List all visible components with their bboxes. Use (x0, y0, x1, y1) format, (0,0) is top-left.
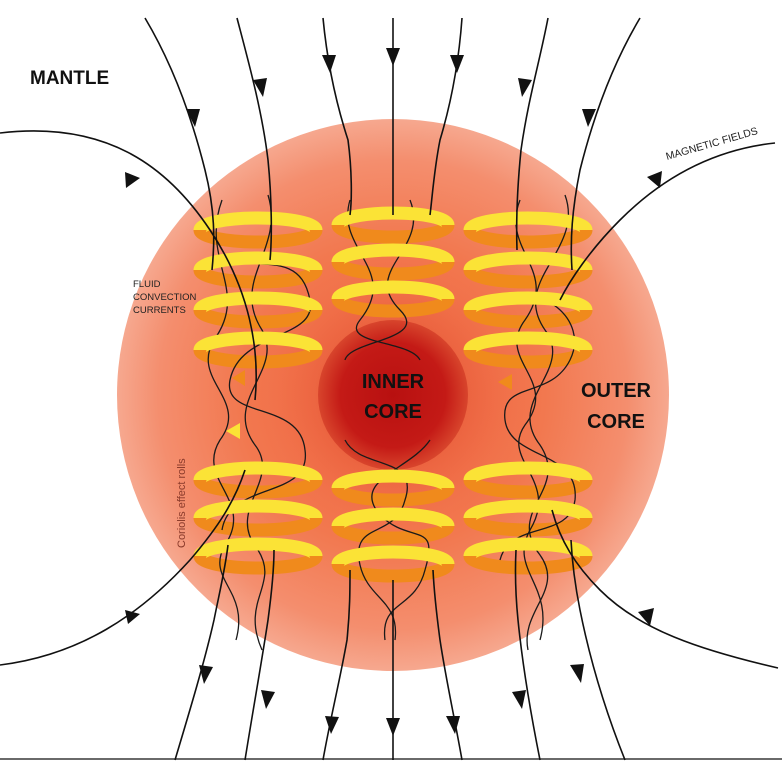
coil-back-band (463, 515, 593, 537)
arrowhead-icon (570, 664, 584, 683)
coil-back-band (463, 307, 593, 329)
coil-back-band (193, 553, 323, 575)
coil-front-band (463, 211, 593, 233)
coil-front-band (331, 469, 455, 491)
arrowhead-icon (186, 109, 200, 127)
magnetic-fields-label: MAGNETIC FIELDS (665, 125, 760, 163)
coil-front-band (463, 291, 593, 313)
coil-back-band (463, 267, 593, 289)
inner-core (318, 320, 468, 470)
field-arrowheads (125, 48, 662, 736)
coil-front-band (193, 499, 323, 521)
coil-front-band (193, 251, 323, 273)
coil-front-band (463, 251, 593, 273)
coil-back-band (193, 477, 323, 499)
coil-front-band (331, 243, 455, 265)
arrowhead-icon (450, 55, 464, 73)
arrowhead-icon (253, 78, 267, 97)
coil-front-band (463, 537, 593, 559)
flow-arrows (226, 370, 512, 439)
coil-back-band (193, 267, 323, 289)
arrowhead-icon (446, 716, 460, 734)
svg-text:INNER: INNER (362, 371, 425, 393)
svg-text:OUTER: OUTER (581, 380, 652, 402)
arrowhead-icon (582, 109, 596, 127)
mantle-label: MANTLE (30, 68, 109, 89)
coil-back-band (463, 477, 593, 499)
fluid-convection-label: FLUID CONVECTION CURRENTS (133, 279, 196, 316)
svg-text:CORE: CORE (364, 401, 422, 423)
coil-back-band (463, 227, 593, 249)
coriolis-label: Coriolis effect rolls (176, 458, 188, 548)
inner-field-lines (204, 194, 576, 651)
flow-arrow-icon (498, 374, 512, 390)
coil-front-band (193, 537, 323, 559)
coil-front-band (331, 545, 455, 567)
coil-back-band (193, 347, 323, 369)
coil-back-band (331, 485, 455, 507)
arrowhead-icon (386, 718, 400, 736)
svg-text:CORE: CORE (587, 411, 645, 433)
coil-back-band (463, 347, 593, 369)
field-lines (0, 17, 779, 761)
coil-front-band (331, 507, 455, 529)
coil-back-band (331, 222, 455, 244)
coil-front-band (193, 461, 323, 483)
flow-arrow-icon (232, 370, 245, 386)
coil-back-band (193, 515, 323, 537)
svg-text:FLUID: FLUID (133, 279, 161, 290)
coil-front-band (193, 291, 323, 313)
arrowhead-icon (322, 55, 336, 73)
coil-front-band (463, 499, 593, 521)
arrowhead-icon (518, 78, 532, 97)
coil-back-band (331, 259, 455, 281)
coil-back-band (331, 523, 455, 545)
arrowhead-icon (325, 716, 339, 734)
svg-text:CONVECTION: CONVECTION (133, 292, 196, 303)
arrowhead-icon (125, 610, 140, 624)
arrowhead-icon (261, 690, 275, 709)
coil-front-band (463, 331, 593, 353)
coil-back-band (331, 561, 455, 583)
arrowhead-icon (386, 48, 400, 66)
arrowhead-icon (125, 172, 140, 188)
coil-front-band (331, 280, 455, 302)
coil-front-band (463, 461, 593, 483)
outer-core-label: OUTER CORE (581, 380, 652, 433)
svg-text:CURRENTS: CURRENTS (133, 305, 186, 316)
arrowhead-icon (512, 690, 526, 709)
coil-front-band (193, 331, 323, 353)
coil-back-band (193, 227, 323, 249)
inner-core-label: INNER CORE (362, 371, 425, 423)
arrowhead-icon (647, 171, 662, 188)
coil-back-band (331, 296, 455, 318)
flow-arrow-icon (226, 423, 240, 439)
arrowhead-icon (199, 665, 213, 684)
arrowhead-icon (638, 608, 654, 626)
